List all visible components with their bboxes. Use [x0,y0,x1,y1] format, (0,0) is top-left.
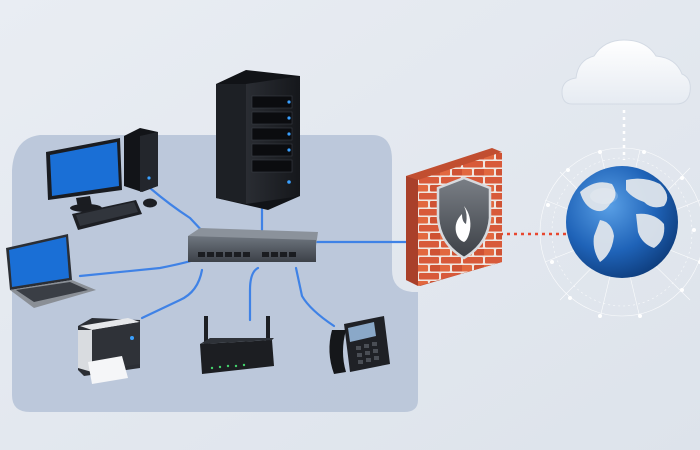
phone-handset [329,330,346,374]
wireless-router [200,316,274,374]
link-printer-switch [140,268,204,320]
mouse [143,198,157,208]
ip-phone [329,316,390,374]
link-phone-switch [294,266,336,328]
firewall-shield-icon [436,176,492,260]
desktop-computer [46,128,158,230]
phone-keys [356,342,379,364]
keyboard [72,200,142,230]
link-router-switch [248,266,260,322]
continents [580,178,668,262]
lan-links [78,186,414,328]
server-tower [216,70,300,210]
globe-mesh-nodes [546,150,700,318]
router-leds [210,363,246,370]
link-desktop-switch [148,186,207,236]
internet-globe [566,166,678,278]
pc-tower [124,128,158,192]
laptop [6,234,96,308]
server-leds [287,100,291,184]
monitor [46,138,122,212]
network-switch [188,228,318,262]
server-bays [251,95,293,173]
cloud-icon [561,39,691,105]
printer [78,318,140,384]
switch-ports [198,252,296,257]
firewall [406,148,502,286]
